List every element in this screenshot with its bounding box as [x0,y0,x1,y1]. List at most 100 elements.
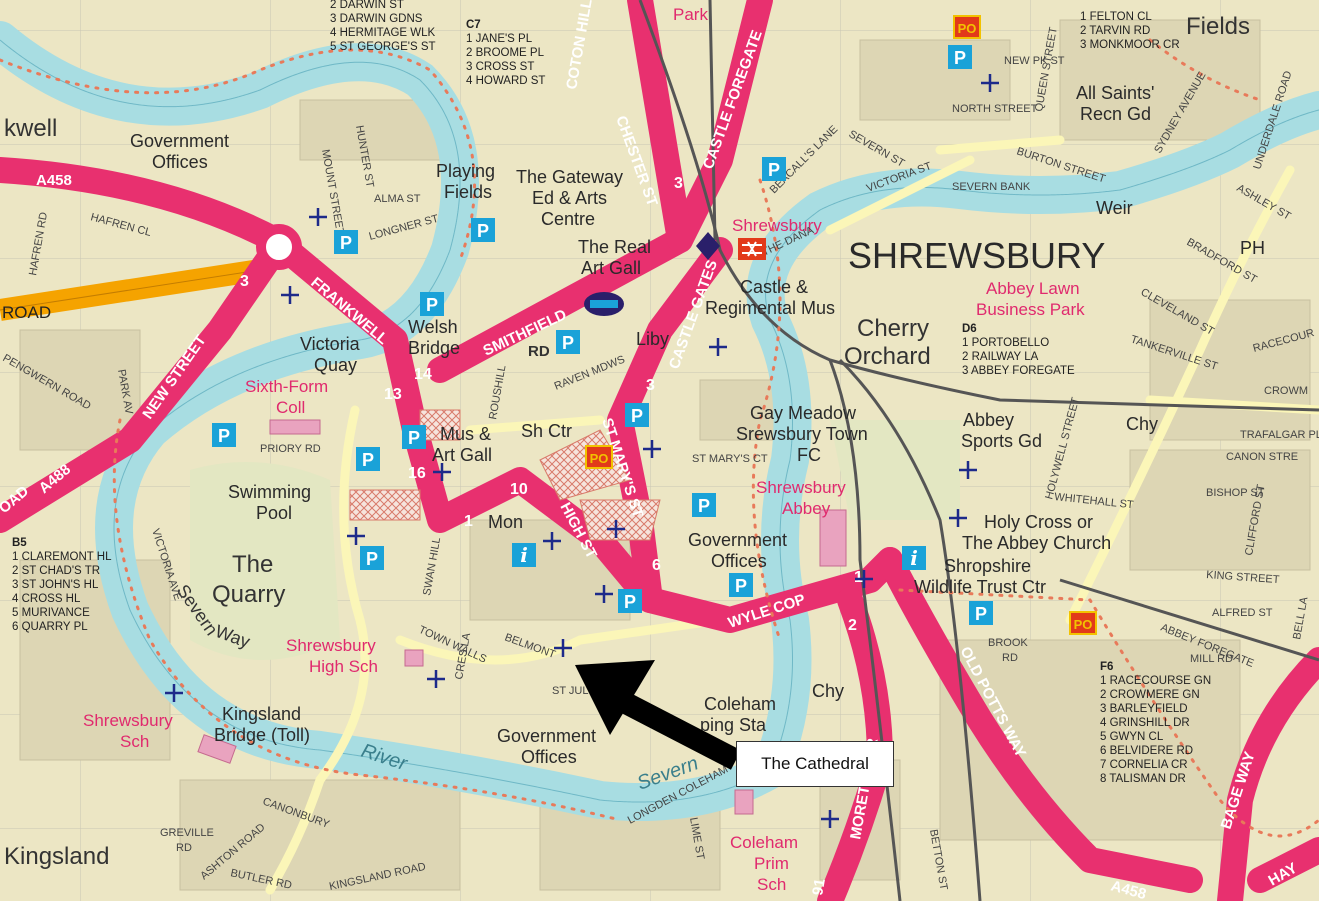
station-diamond-icon [696,232,720,260]
road-a458-e: A458 [1109,877,1148,901]
index-item: 5 MURIVANCE [12,607,90,619]
index-item: 4 HERMITAGE WLK [330,27,436,39]
place-fields: Fields [1186,13,1250,40]
svg-text:P: P [975,604,987,624]
label-holy-cross-b: The Abbey Church [962,533,1111,553]
svg-text:P: P [631,406,643,426]
label-gov-offices-3a: Government [497,726,596,746]
index-item: 4 GRINSHILL DR [1100,717,1190,729]
parking-icon: P [948,45,972,69]
road-a458-w: A458 [36,172,72,189]
svg-text:P: P [954,48,966,68]
place-cherry: Cherry [857,315,929,342]
route-num: 1 [464,513,473,530]
label-gov-offices-1b: Offices [152,152,208,172]
index-item: 2 ST CHAD'S TR [12,565,100,577]
pink-coleham-b: Prim [754,854,789,873]
index-item: 3 BARLEYFIELD [1100,703,1188,715]
label-gov-offices-3b: Offices [521,747,577,767]
town-name: SHREWSBURY [848,235,1105,276]
post-offices: PO PO PO [585,15,1097,635]
label-coleham-b: ping Sta [700,715,767,735]
index-item: 6 QUARRY PL [12,621,88,633]
label-wildlife-a: Shropshire [944,556,1031,576]
route-num: 10 [510,481,528,498]
street-trafalgar: TRAFALGAR PL [1240,429,1319,441]
label-kingsland-bridge-b: Bridge (Toll) [214,725,310,745]
pink-blocks [197,419,847,815]
parking-icon: P [334,230,358,254]
label-mus-art-b: Art Gall [432,445,492,465]
label-kingsland-bridge-a: Kingsland [222,704,301,724]
place-kingsland: Kingsland [4,843,109,870]
label-gay-meadow-c: FC [797,445,821,465]
index-item: 3 DARWIN GDNS [330,13,423,25]
index-item: 5 ST GEORGE'S ST [330,41,436,53]
railway [638,0,1319,901]
place-weir: Weir [1096,198,1133,218]
label-real-art-a: The Real [578,237,651,257]
label-gateway-c: Centre [541,209,595,229]
index-item: 3 MONKMOOR CR [1080,39,1180,51]
label-gov-offices-2a: Government [688,530,787,550]
index-item: 1 JANE'S PL [466,33,533,45]
svg-text:i: i [910,546,918,570]
label-gay-meadow-b: Srewsbury Town [736,424,868,444]
index-grid-c7: C7 [466,19,481,31]
svg-text:P: P [218,426,230,446]
street-canon-stre: CANON STRE [1226,451,1298,463]
label-swimming-b: Pool [256,503,292,523]
minor-roads [265,135,1319,895]
index-grid-b5: B5 [12,537,27,549]
place-chy-2: Chy [812,681,844,701]
index-item: 4 HOWARD ST [466,75,545,87]
label-holy-cross-a: Holy Cross or [984,512,1093,532]
label-brook-rd-a: BROOK [988,637,1028,649]
label-gov-offices-1a: Government [130,131,229,151]
parking-icon: P [360,546,384,570]
label-abbey-sports-a: Abbey [963,410,1014,430]
index-item: 2 RAILWAY LA [962,351,1039,363]
label-greville-b: RD [176,842,192,854]
pink-sch-b: Sch [120,732,149,751]
bus-station-icon [584,292,624,316]
index-item: 8 TALISMAN DR [1100,773,1186,785]
route-num: 3 [646,377,655,394]
street-mill-rd: MILL RD [1190,653,1233,665]
parking-icon: P [356,447,380,471]
index-item: 1 RACECOURSE GN [1100,675,1211,687]
index-grid-d6: D6 [962,323,977,335]
road-91: 91 [809,877,829,896]
street-alma-st: ALMA ST [374,193,421,205]
route-num: 1 [854,569,863,586]
parking-icon: P [420,292,444,316]
index-item: 1 PORTOBELLO [962,337,1049,349]
label-brook-rd-b: RD [1002,652,1018,664]
parking-icon: P [471,218,495,242]
place-kwell: kwell [4,115,57,142]
info-icon: i [512,543,536,567]
label-abbey-sports-b: Sports Gd [961,431,1042,451]
pink-coleham-a: Coleham [730,833,798,852]
svg-text:P: P [340,233,352,253]
frankwell-roundabout [256,224,302,270]
label-victoria-quay-a: Victoria [300,334,361,354]
svg-text:P: P [362,450,374,470]
street-crowm: CROWM [1264,385,1308,397]
parking-icon: P [969,601,993,625]
pink-sch-a: Shrewsbury [83,711,173,730]
index-item: 2 DARWIN ST [330,0,404,11]
route-num: 14 [414,366,432,383]
label-all-saints-a: All Saints' [1076,83,1154,103]
pink-sixth-form-a: Sixth-Form [245,377,328,396]
svg-text:P: P [562,333,574,353]
parking-icon: P [212,423,236,447]
route-num: 3 [674,175,683,192]
label-greville-a: GREVILLE [160,827,214,839]
svg-text:PO: PO [958,21,977,36]
svg-text:P: P [426,295,438,315]
index-item: 2 TARVIN RD [1080,25,1150,37]
svg-text:P: P [624,592,636,612]
